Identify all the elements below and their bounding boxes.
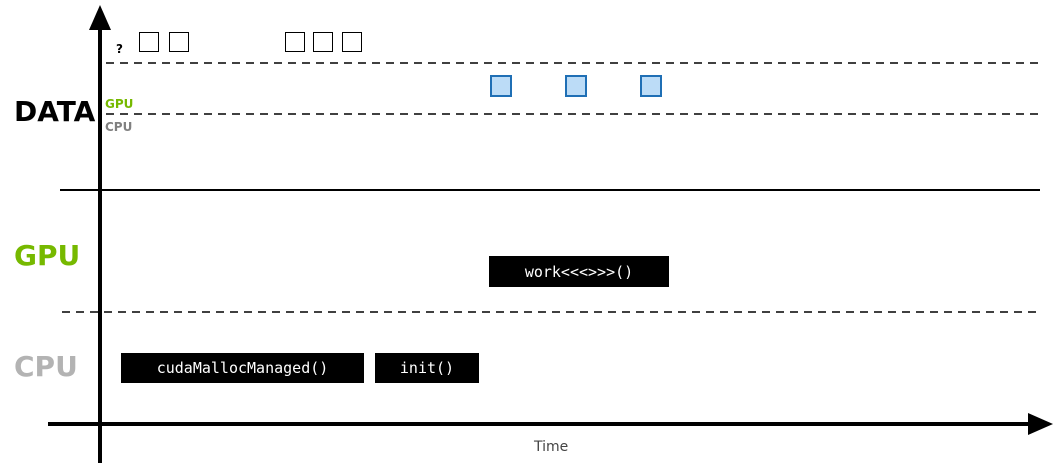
x-axis-arrowhead — [1028, 413, 1053, 435]
unallocated-page-square — [169, 32, 189, 52]
unallocated-page-square — [313, 32, 333, 52]
unallocated-page-square — [139, 32, 159, 52]
data-cpu-sublabel: CPU — [105, 120, 133, 134]
gpu-page-square — [640, 75, 662, 97]
unallocated-page-square — [285, 32, 305, 52]
y-axis-arrowhead — [89, 5, 111, 30]
unallocated-page-square — [342, 32, 362, 52]
init-box: init() — [375, 353, 479, 383]
x-axis-label: Time — [534, 439, 569, 455]
gpu-lane-label: GPU — [14, 239, 81, 272]
gpu-page-square — [490, 75, 512, 97]
cpu-lane-label: CPU — [14, 350, 78, 383]
cuda-malloc-managed-box: cudaMallocManaged() — [121, 353, 364, 383]
work-kernel-box: work<<<>>>() — [489, 256, 669, 287]
data-gpu-sublabel: GPU — [105, 97, 134, 111]
unknown-location-marker: ? — [116, 42, 123, 56]
gpu-page-square — [565, 75, 587, 97]
data-lane-label: DATA — [14, 95, 96, 128]
